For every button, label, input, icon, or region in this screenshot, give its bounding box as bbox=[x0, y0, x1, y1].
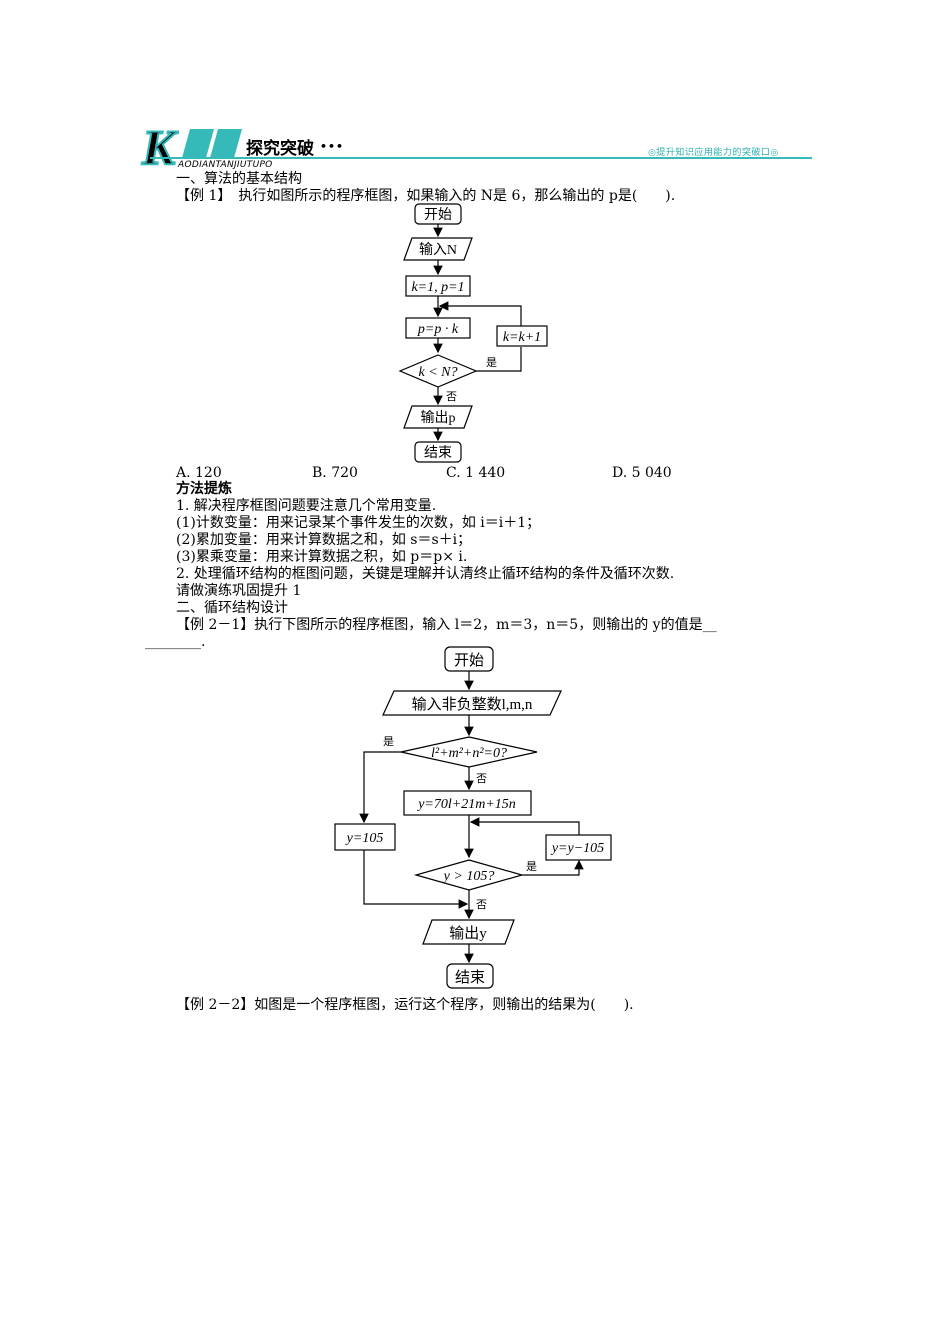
flow-start-label: 开始 bbox=[424, 207, 452, 223]
flow-end-box bbox=[446, 963, 494, 989]
method-line: 2. 处理循环结构的框图问题，关键是理解并认清终止循环结构的条件及循环次数. bbox=[176, 566, 675, 582]
flow-output-box bbox=[403, 405, 473, 429]
flow-no-label-2: 否 bbox=[476, 899, 487, 911]
flow-assign-105-label: y=105 bbox=[345, 831, 384, 846]
option-d: D. 5 040 bbox=[612, 465, 672, 481]
banner-bar bbox=[210, 129, 242, 158]
banner-bar bbox=[182, 129, 214, 158]
banner-graphic: K bbox=[140, 118, 812, 176]
example-stem: 【例 1】 执行如图所示的程序框图，如果输入的 N是 6，那么输出的 p是( )… bbox=[176, 188, 676, 204]
example-stem: 【例 2－2】如图是一个程序框图，运行这个程序，则输出的结果为( ). bbox=[176, 997, 634, 1013]
flow-output-box bbox=[422, 919, 515, 945]
banner-dots: ••• bbox=[320, 140, 345, 153]
section-heading: 二、循环结构设计 bbox=[176, 600, 288, 616]
flow-yes-label-2: 是 bbox=[526, 860, 537, 873]
flow-assign-105-box bbox=[334, 823, 396, 851]
method-line: (2)累加变量：用来计算数据之和，如 s＝s＋i； bbox=[176, 532, 472, 548]
flow-end-label: 结束 bbox=[424, 445, 452, 461]
banner-title: 探究突破 bbox=[246, 139, 314, 159]
flow-no-label: 否 bbox=[476, 773, 487, 785]
practice-reference: 请做演练巩固提升 1 bbox=[176, 583, 302, 599]
flow-end-box bbox=[414, 441, 462, 463]
flow-output-label: 输出p bbox=[421, 410, 456, 426]
method-title: 方法提炼 bbox=[176, 481, 232, 497]
flow-no-label: 否 bbox=[446, 391, 457, 403]
banner-slogan: ◎提升知识应用能力的突破口◎ bbox=[648, 148, 779, 158]
banner-pinyin: AODIANTANJIUTUPO bbox=[178, 160, 273, 170]
flow-increment-label: k=k+1 bbox=[503, 330, 541, 345]
flow-init-label: k=1, p=1 bbox=[411, 280, 464, 295]
flow-output-label: 输出y bbox=[449, 925, 487, 942]
flow-start-label: 开始 bbox=[454, 652, 484, 669]
method-line: (1)计数变量：用来记录某个事件发生的次数，如 i＝i＋1； bbox=[176, 515, 541, 531]
flow-yes-label: 是 bbox=[486, 356, 497, 369]
flow-increment-box bbox=[496, 325, 548, 347]
flow-condition-2-label: y > 105? bbox=[442, 869, 495, 884]
flow-process-label: p=p · k bbox=[417, 322, 459, 337]
flow-yes-label: 是 bbox=[383, 735, 394, 748]
section-heading: 一、算法的基本结构 bbox=[176, 171, 302, 187]
flow-input-label: 输入N bbox=[419, 242, 457, 258]
example-stem-continued: ________. bbox=[145, 634, 206, 650]
option-c: C. 1 440 bbox=[446, 465, 506, 481]
flow-condition-label: k < N? bbox=[419, 365, 458, 380]
option-b: B. 720 bbox=[312, 465, 358, 481]
option-a: A. 120 bbox=[176, 465, 222, 481]
flow-condition-label: l²+m²+n²=0? bbox=[431, 746, 507, 761]
flow-assign-box bbox=[403, 790, 532, 816]
method-line: (3)累乘变量：用来计算数据之积，如 p＝p× i. bbox=[176, 549, 468, 565]
flow-subtract-label: y=y−105 bbox=[550, 841, 604, 856]
flow-input-label: 输入非负整数l,m,n bbox=[412, 696, 533, 713]
banner-k-letter: K bbox=[141, 119, 179, 175]
flow-input-box bbox=[403, 237, 473, 261]
flow-end-label: 结束 bbox=[455, 969, 485, 986]
flowchart-example-1: 开始 输入N k=1, p=1 p=p · k k < N? k=k+1 输出p… bbox=[398, 203, 548, 463]
flow-input-box bbox=[382, 690, 562, 716]
method-line: 1. 解决程序框图问题要注意几个常用变量. bbox=[176, 498, 437, 514]
flowchart-example-2-1: 开始 输入非负整数l,m,n l²+m²+n²=0? y=70l+21m+15n… bbox=[334, 646, 612, 989]
flow-assign-label: y=70l+21m+15n bbox=[416, 797, 516, 812]
example-stem: 【例 2－1】执行下图所示的程序框图，输入 l＝2，m＝3，n＝5，则输出的 y… bbox=[176, 617, 717, 633]
